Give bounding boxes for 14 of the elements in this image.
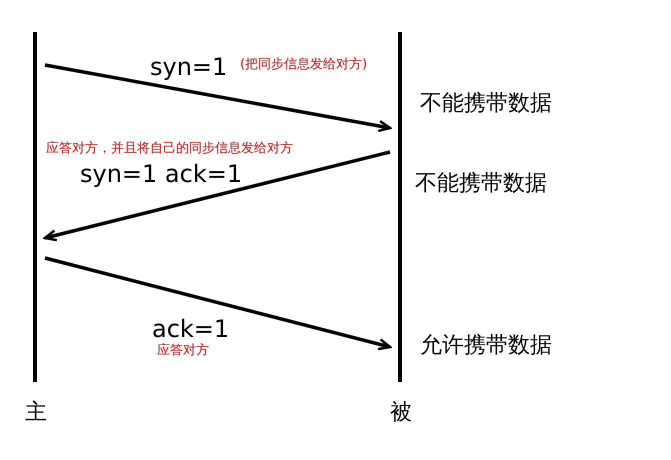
arrow	[44, 63, 392, 132]
state-label: 不能携带数据	[415, 173, 547, 195]
participant-label: 被	[390, 402, 410, 424]
edge-label: ack=1	[152, 317, 230, 341]
arrow	[44, 256, 392, 350]
state-label: 不能携带数据	[420, 93, 552, 115]
edge-label: syn=1	[150, 55, 228, 79]
arrow	[44, 150, 390, 242]
state-label: 允许携带数据	[420, 335, 552, 357]
edge-label: syn=1 ack=1	[80, 162, 242, 186]
annotation: (把同步信息发给对方)	[240, 58, 368, 71]
participant-label: 主	[25, 402, 45, 424]
annotation: 应答对方，并且将自己的同步信息发给对方	[46, 142, 293, 155]
annotation: 应答对方	[157, 344, 209, 357]
